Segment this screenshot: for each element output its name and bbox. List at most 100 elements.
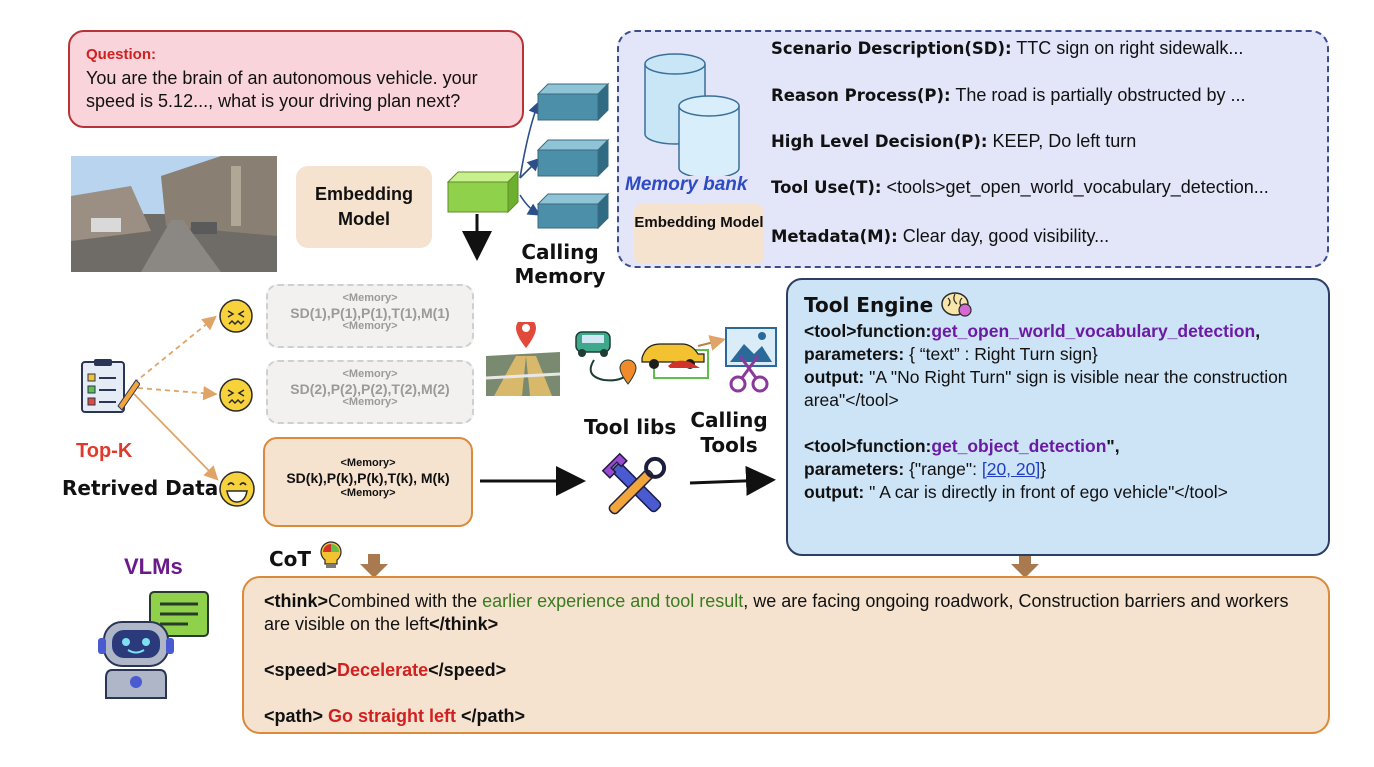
memory-field-key: High Level Decision(P): — [771, 132, 988, 151]
memory-field-value: The road is partially obstructed by ... — [955, 85, 1246, 105]
path-value: Go straight left — [328, 706, 457, 726]
tool-params-suffix: } — [1040, 459, 1047, 479]
memory-bank-label: Memory bank — [625, 174, 748, 195]
memory-field-key: Scenario Description(SD): — [771, 39, 1012, 58]
image-crop-icon — [725, 327, 777, 393]
speed-close-tag: </speed> — [428, 660, 507, 680]
retrieval-arrows — [133, 315, 219, 481]
memory-record-2: <Memory> SD(2),P(2),P(2),T(2),M(2) <Memo… — [266, 360, 474, 424]
memory-field-value: <tools>get_open_world_vocabulary_detecti… — [886, 177, 1269, 197]
tool-call-1: <tool>function:get_open_world_vocabulary… — [804, 320, 1312, 343]
think-block: <think>Combined with the earlier experie… — [264, 590, 1308, 636]
memory-field-decision: High Level Decision(P): KEEP, Do left tu… — [771, 131, 1136, 152]
arrow-tools-to-engine — [689, 465, 776, 496]
memory-field-value: KEEP, Do left turn — [992, 131, 1137, 151]
top-k-label: Top-K — [76, 440, 133, 462]
vlms-label: VLMs — [124, 554, 183, 579]
embedding-model-box: Embedding Model — [296, 166, 432, 248]
tool-params-key: parameters: — [804, 344, 905, 364]
tool-libs-label: Tool libs — [584, 415, 677, 439]
lightbulb-icon — [320, 541, 342, 568]
tool-function-name: get_object_detection — [931, 436, 1107, 456]
calling-memory-label: Calling Memory — [514, 240, 606, 288]
car-detection-icon — [641, 335, 726, 379]
tool-comma: ", — [1106, 436, 1120, 456]
think-text-highlight: earlier experience and tool result — [482, 591, 744, 611]
tool-call-1-output: output: "A "No Right Turn" sign is visib… — [804, 366, 1312, 412]
confounded-face-icon — [219, 299, 253, 333]
tool-call-2-output: output: " A car is directly in front of … — [804, 481, 1312, 504]
blue-cube-bottom — [536, 192, 610, 230]
question-text: You are the brain of an autonomous vehic… — [86, 68, 478, 111]
path-open-tag: <path> — [264, 706, 329, 726]
tool-call-2: <tool>function:get_object_detection", — [804, 435, 1312, 458]
street-scene-image — [71, 156, 277, 272]
tool-params-range-link[interactable]: [20, 20] — [981, 459, 1041, 479]
cot-label-text: CoT — [269, 547, 312, 571]
question-label: Question: — [86, 46, 156, 63]
tool-engine-title-text: Tool Engine — [804, 293, 934, 317]
tool-engine-title: Tool Engine — [804, 290, 1312, 318]
memory-field-value: TTC sign on right sidewalk... — [1016, 38, 1244, 58]
tool-output-value: " A car is directly in front of ego vehi… — [869, 482, 1228, 502]
memory-record-open-tag: <Memory> — [342, 368, 398, 380]
memory-bank-panel: Memory bank Embedding Model Scenario Des… — [617, 30, 1329, 268]
tool-params-prefix: {"range": — [909, 459, 982, 479]
tool-engine-panel: Tool Engine <tool>function:get_open_worl… — [786, 278, 1330, 556]
blue-cube-top — [536, 82, 610, 122]
calling-tools-label: Calling Tools — [690, 408, 768, 457]
path-block: <path> Go straight left </path> — [264, 705, 1308, 728]
speed-open-tag: <speed> — [264, 660, 338, 680]
tool-call-2-params: parameters: {"range": [20, 20]} — [804, 458, 1312, 481]
map-pin-icon — [486, 322, 560, 396]
memory-field-key: Tool Use(T): — [771, 178, 882, 197]
memory-field-tool-use: Tool Use(T): <tools>get_open_world_vocab… — [771, 177, 1269, 198]
memory-field-key: Metadata(M): — [771, 227, 898, 246]
memory-record-body: SD(1),P(1),P(1),T(1),M(1) — [290, 305, 450, 321]
retrieved-data-label: Retrived Data — [62, 476, 219, 500]
embedding-branch-arrows — [519, 101, 541, 216]
memory-record-open-tag: <Memory> — [342, 292, 398, 304]
tool-output-key: output: — [804, 482, 865, 502]
question-box: Question: You are the brain of an autono… — [68, 30, 524, 128]
database-icon — [644, 53, 740, 176]
confounded-face-icon — [219, 378, 253, 412]
checklist-icon — [81, 359, 140, 413]
memory-field-metadata: Metadata(M): Clear day, good visibility.… — [771, 226, 1109, 247]
tool-output-key: output: — [804, 367, 865, 387]
tools-icon — [601, 452, 667, 515]
think-text-prefix: Combined with the — [328, 591, 483, 611]
memory-record-body: SD(2),P(2),P(2),T(2),M(2) — [290, 381, 450, 397]
tool-open-tag: <tool>function: — [804, 321, 932, 341]
think-text-suffix: , we are facing ongoing roadwork, Constr… — [264, 591, 1289, 634]
memory-field-reason: Reason Process(P): The road is partially… — [771, 85, 1245, 106]
memory-record-1: <Memory> SD(1),P(1),P(1),T(1),M(1) <Memo… — [266, 284, 474, 348]
memory-record-k: <Memory> SD(k),P(k),P(k),T(k), M(k) <Mem… — [263, 437, 473, 527]
memory-record-open-tag: <Memory> — [340, 457, 396, 469]
think-open-tag: <think> — [264, 591, 329, 611]
embedding-cubes — [446, 82, 610, 230]
memory-field-value: Clear day, good visibility... — [902, 226, 1110, 246]
car-route-icon — [575, 331, 637, 385]
speed-value: Decelerate — [337, 660, 429, 680]
blue-cube-middle — [536, 138, 610, 178]
tool-output-value: "A "No Right Turn" sign is visible near … — [804, 367, 1288, 410]
think-close-tag: </think> — [429, 614, 499, 634]
memory-record-close-tag: <Memory> — [340, 487, 396, 499]
tool-comma: , — [1255, 321, 1261, 341]
path-close-tag: </path> — [456, 706, 526, 726]
tool-call-1-params: parameters: { “text” : Right Turn sign} — [804, 343, 1312, 366]
cot-label: CoT — [269, 540, 344, 571]
speed-block: <speed>Decelerate</speed> — [264, 659, 1308, 682]
memory-field-key: Reason Process(P): — [771, 86, 951, 105]
brain-gear-icon — [941, 292, 972, 317]
tool-function-name: get_open_world_vocabulary_detection — [931, 321, 1256, 341]
green-cube — [446, 170, 520, 214]
tool-open-tag: <tool>function: — [804, 436, 932, 456]
panel-embedding-model: Embedding Model — [634, 204, 764, 264]
memory-record-close-tag: <Memory> — [342, 396, 398, 408]
memory-record-close-tag: <Memory> — [342, 320, 398, 332]
tool-params-value: { “text” : Right Turn sign} — [909, 344, 1098, 364]
memory-field-scenario: Scenario Description(SD): TTC sign on ri… — [771, 38, 1243, 59]
